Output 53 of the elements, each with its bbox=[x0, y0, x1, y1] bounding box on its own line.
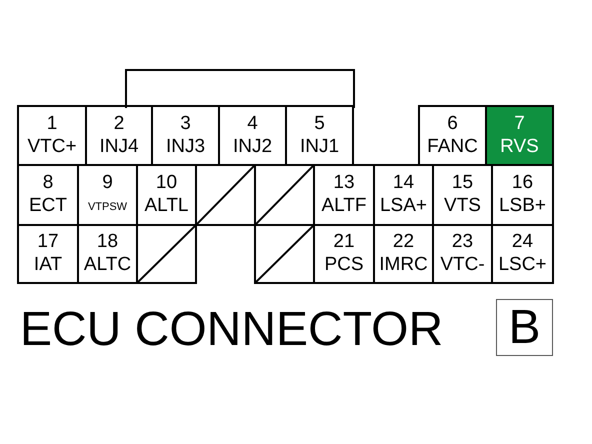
latch-outline bbox=[125, 69, 355, 108]
signal-name: VTS bbox=[444, 195, 481, 218]
signal-name: VTC+ bbox=[27, 136, 77, 158]
signal-name: LSB+ bbox=[498, 195, 546, 218]
blocked-cavity bbox=[195, 164, 256, 226]
signal-name: INJ3 bbox=[166, 136, 206, 158]
blocked-cavity bbox=[254, 164, 315, 226]
pin-number: 8 bbox=[42, 172, 54, 195]
pin-number: 18 bbox=[96, 231, 118, 254]
pin-number: 13 bbox=[333, 172, 355, 195]
signal-name: IAT bbox=[34, 254, 62, 277]
pin-number: 3 bbox=[180, 112, 191, 136]
pin-number: 23 bbox=[452, 231, 474, 254]
pin-number: 1 bbox=[46, 112, 58, 136]
signal-name: ECT bbox=[29, 195, 67, 218]
signal-name: RVS bbox=[500, 136, 539, 158]
pin-cavity bbox=[17, 105, 87, 166]
pin-number: 16 bbox=[512, 172, 534, 195]
signal-name: ALTF bbox=[321, 195, 367, 218]
pin-number: 5 bbox=[314, 112, 325, 136]
signal-name: LSA+ bbox=[380, 195, 427, 218]
pin-number: 21 bbox=[333, 231, 355, 254]
blocked-cavity bbox=[254, 224, 315, 284]
pin-cavity bbox=[485, 105, 554, 166]
pin-number: 7 bbox=[514, 112, 525, 136]
pin-number: 4 bbox=[247, 112, 258, 136]
signal-name: VTPSW bbox=[88, 200, 128, 214]
signal-name: INJ4 bbox=[99, 136, 139, 158]
pin-number: 14 bbox=[392, 172, 414, 195]
signal-name: INJ2 bbox=[232, 136, 272, 158]
signal-name: LSC+ bbox=[498, 254, 547, 277]
pin-number: 15 bbox=[452, 172, 474, 195]
signal-name: IMRC bbox=[379, 254, 428, 277]
pin-cavity bbox=[285, 105, 354, 166]
letter-box: B bbox=[496, 299, 553, 356]
pin-cavity bbox=[418, 105, 487, 166]
pin-number: 9 bbox=[102, 172, 113, 195]
signal-name: INJ1 bbox=[300, 136, 340, 158]
pin-number: 24 bbox=[512, 231, 534, 254]
pin-number: 22 bbox=[392, 231, 414, 254]
blocked-cavity bbox=[136, 224, 197, 284]
signal-name: VTC- bbox=[440, 254, 485, 277]
pin-number: 6 bbox=[447, 112, 458, 136]
pin-number: 10 bbox=[156, 172, 178, 195]
pin-number: 2 bbox=[114, 112, 124, 136]
signal-name: ALTC bbox=[84, 254, 132, 277]
signal-name: ALTL bbox=[144, 195, 188, 218]
pin-number: 17 bbox=[37, 231, 59, 254]
pin-cavity bbox=[17, 224, 79, 284]
signal-name: PCS bbox=[324, 254, 364, 277]
title: ECU CONNECTOR bbox=[20, 302, 444, 358]
signal-name: FANC bbox=[427, 136, 478, 158]
pin-cavity bbox=[491, 224, 554, 284]
